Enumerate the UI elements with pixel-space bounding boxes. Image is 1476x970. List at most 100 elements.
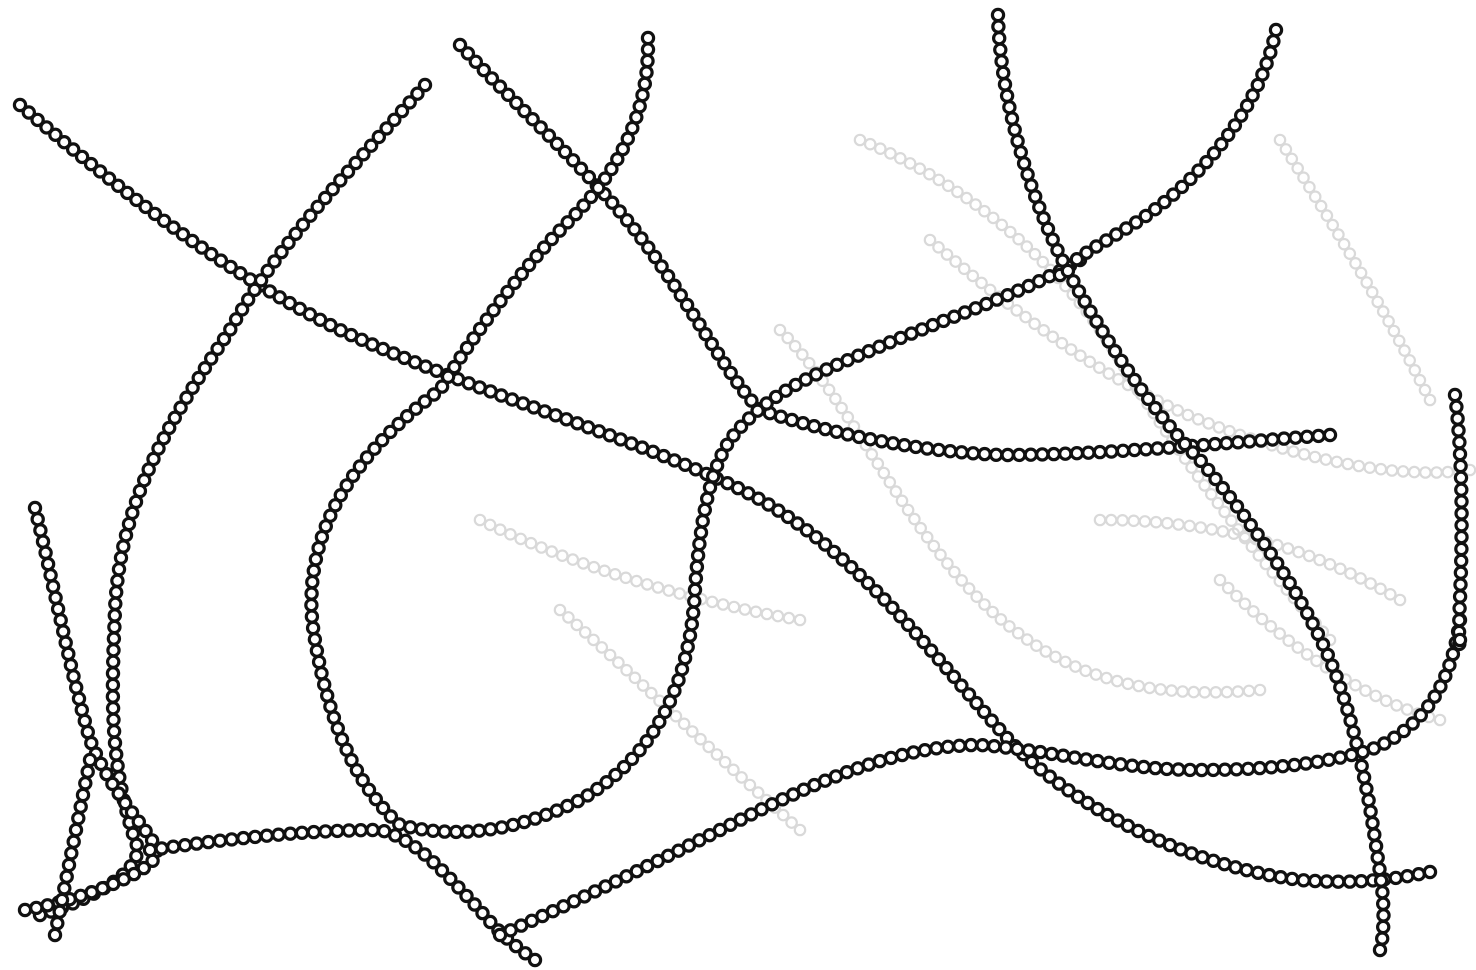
ghost-chain-7-bead xyxy=(1391,700,1401,710)
chain-5-bead xyxy=(688,607,699,618)
chain-3-bead xyxy=(42,900,53,911)
chain-5-bead xyxy=(311,645,322,656)
ghost-chain-3-bead xyxy=(1200,687,1210,697)
ghost-chain-2-bead xyxy=(1409,467,1419,477)
ghost-chain-7-bead xyxy=(1360,686,1370,696)
chain-3-bead xyxy=(76,704,87,715)
ghost-chain-8-bead xyxy=(795,825,805,835)
chain-3-bead xyxy=(29,502,40,513)
ghost-chain-5-bead xyxy=(1399,345,1409,355)
chain-5-bead xyxy=(642,44,653,55)
chain-11-bead xyxy=(52,918,63,929)
ghost-chain-6-bead xyxy=(557,551,567,561)
chain-9-bead xyxy=(1150,763,1161,774)
chain-9-bead xyxy=(1127,760,1138,771)
ghost-chain-6-bead xyxy=(729,602,739,612)
chain-5-bead xyxy=(684,630,695,641)
ghost-chain-2-bead xyxy=(1420,467,1430,477)
chain-1-bead xyxy=(1219,859,1230,870)
chain-4-bead xyxy=(1232,437,1243,448)
ghost-chain-6-bead xyxy=(547,546,557,556)
chain-4-bead xyxy=(887,438,898,449)
chain-7-bead xyxy=(1348,726,1359,737)
ghost-chain-6-bead xyxy=(740,604,750,614)
chain-5-bead xyxy=(316,668,327,679)
chain-11-bead xyxy=(59,883,70,894)
chain-4-bead xyxy=(1094,447,1105,458)
chain-10-bead xyxy=(1455,460,1466,471)
ghost-chain-4-bead xyxy=(1151,517,1161,527)
chain-7-bead xyxy=(1342,704,1353,715)
ghost-chain-6-bead xyxy=(621,573,631,583)
chain-7-bead xyxy=(1378,921,1389,932)
chain-5-bead xyxy=(314,656,325,667)
chain-5-bead xyxy=(641,67,652,78)
chain-1-bead xyxy=(1230,862,1241,873)
ghost-chain-2-bead xyxy=(1162,401,1172,411)
chain-4-bead xyxy=(1048,449,1059,460)
chain-5-bead xyxy=(682,641,693,652)
chain-6-bead xyxy=(1270,24,1281,35)
chain-5-bead xyxy=(485,824,496,835)
chain-5-bead xyxy=(308,622,319,633)
ghost-chain-2-bead xyxy=(1214,422,1224,432)
chain-7-bead xyxy=(1002,90,1013,101)
ghost-chain-4-bead xyxy=(1325,559,1335,569)
chain-1-bead xyxy=(1264,870,1275,881)
ghost-chain-2-bead xyxy=(1183,410,1193,420)
chain-11-bead xyxy=(70,824,81,835)
chain-4-bead xyxy=(876,436,887,447)
chain-2-bead xyxy=(115,552,126,563)
ghost-chain-3-bead xyxy=(1255,685,1265,695)
chain-9-bead xyxy=(1138,761,1149,772)
chain-9-bead xyxy=(1092,756,1103,767)
chain-8-bead xyxy=(261,830,272,841)
chain-8-bead xyxy=(308,827,319,838)
chain-10-bead xyxy=(1449,389,1460,400)
ghost-chain-5-bead xyxy=(1373,297,1383,307)
ghost-chain-6-bead xyxy=(568,554,578,564)
chain-9-bead xyxy=(1012,743,1023,754)
chain-4-bead xyxy=(1140,444,1151,455)
chain-8-bead xyxy=(320,826,331,837)
chain-5-bead xyxy=(699,504,710,515)
ghost-chain-6-bead xyxy=(475,515,485,525)
chain-4-bead xyxy=(1209,439,1220,450)
chain-5-bead xyxy=(307,577,318,588)
chain-10-bead xyxy=(1456,543,1467,554)
chain-2-bead xyxy=(109,610,120,621)
chain-9-bead xyxy=(1104,757,1115,768)
chain-7-bead xyxy=(1365,806,1376,817)
chain-2-bead xyxy=(109,726,120,737)
ghost-chain-5-bead xyxy=(1378,306,1388,316)
chain-9-bead xyxy=(1231,764,1242,775)
chain-2-bead xyxy=(112,760,123,771)
chain-7-bead xyxy=(1012,136,1023,147)
chain-7-bead xyxy=(1376,875,1387,886)
ghost-chain-7-bead xyxy=(1371,691,1381,701)
ghost-chain-7-bead xyxy=(1350,680,1360,690)
chain-10-bead xyxy=(1456,508,1467,519)
ghost-chain-4-bead xyxy=(1106,515,1116,525)
ghost-chain-3-bead xyxy=(1070,661,1080,671)
ghost-chain-6-bead xyxy=(599,566,609,576)
chain-5-bead xyxy=(451,826,462,837)
ghost-chain-7-bead xyxy=(1284,636,1294,646)
chain-4 xyxy=(454,39,1335,460)
chain-7-bead xyxy=(1356,760,1367,771)
chain-3-bead xyxy=(19,904,30,915)
chain-11-bead xyxy=(66,848,77,859)
chain-9-bead xyxy=(942,741,953,752)
chain-4-bead xyxy=(1025,449,1036,460)
chain-5-bead xyxy=(693,550,704,561)
ghost-chain-3 xyxy=(775,325,1265,698)
chain-9-bead xyxy=(1323,754,1334,765)
chain-9-bead xyxy=(1173,764,1184,775)
chain-4-bead xyxy=(1221,438,1232,449)
chain-9-bead xyxy=(897,749,908,760)
chain-5-bead xyxy=(690,573,701,584)
chain-11-bead xyxy=(54,906,65,917)
ghost-chain-2-bead xyxy=(1310,452,1320,462)
chain-9-bead xyxy=(1081,754,1092,765)
chain-6-bead xyxy=(1268,36,1279,47)
